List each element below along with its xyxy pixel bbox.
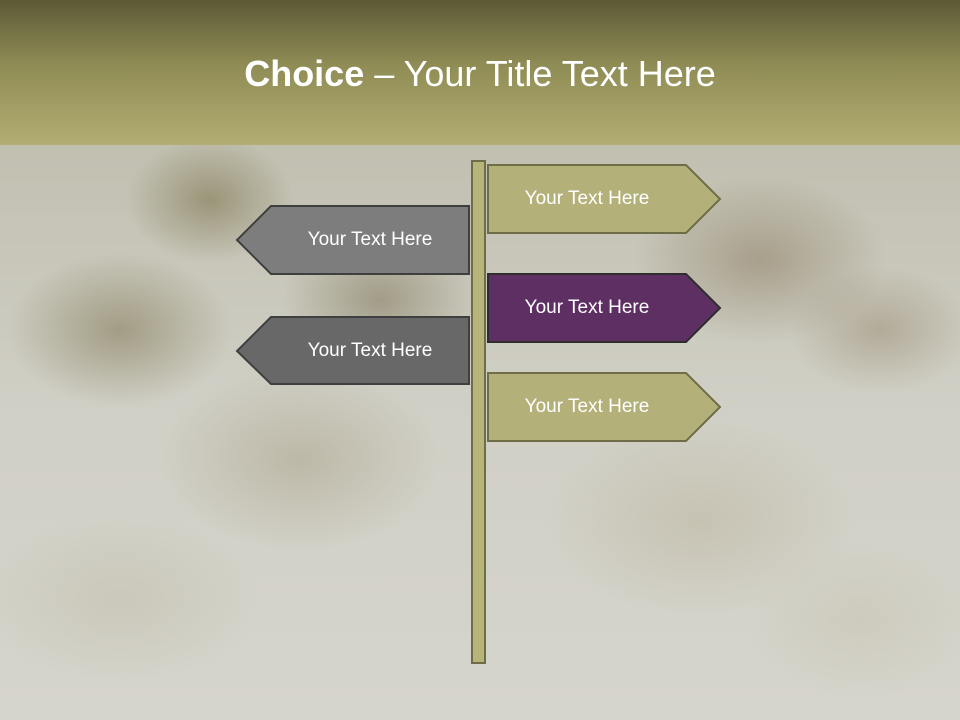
slide-title[interactable]: Choice – Your Title Text Here (0, 52, 960, 96)
title-separator: – (364, 53, 404, 94)
title-bold: Choice (244, 53, 365, 94)
sign-right-middle-arrow[interactable] (487, 273, 722, 343)
sign-right-bottom-arrow[interactable] (487, 372, 722, 442)
sign-right-bottom-label: Your Text Here (524, 396, 650, 417)
sign-left-bottom-arrow[interactable] (235, 316, 470, 385)
sign-right-middle-label: Your Text Here (524, 297, 650, 318)
title-banner (0, 0, 960, 145)
sign-left-top-arrow[interactable] (235, 205, 470, 275)
sign-left-top-label: Your Text Here (307, 229, 433, 250)
sign-right-top-arrow[interactable] (487, 164, 722, 234)
sign-left-bottom-label: Your Text Here (307, 340, 433, 361)
title-text: Your Title Text Here (403, 53, 716, 94)
signpost-pole[interactable] (471, 160, 486, 664)
sign-right-top-label: Your Text Here (524, 188, 650, 209)
